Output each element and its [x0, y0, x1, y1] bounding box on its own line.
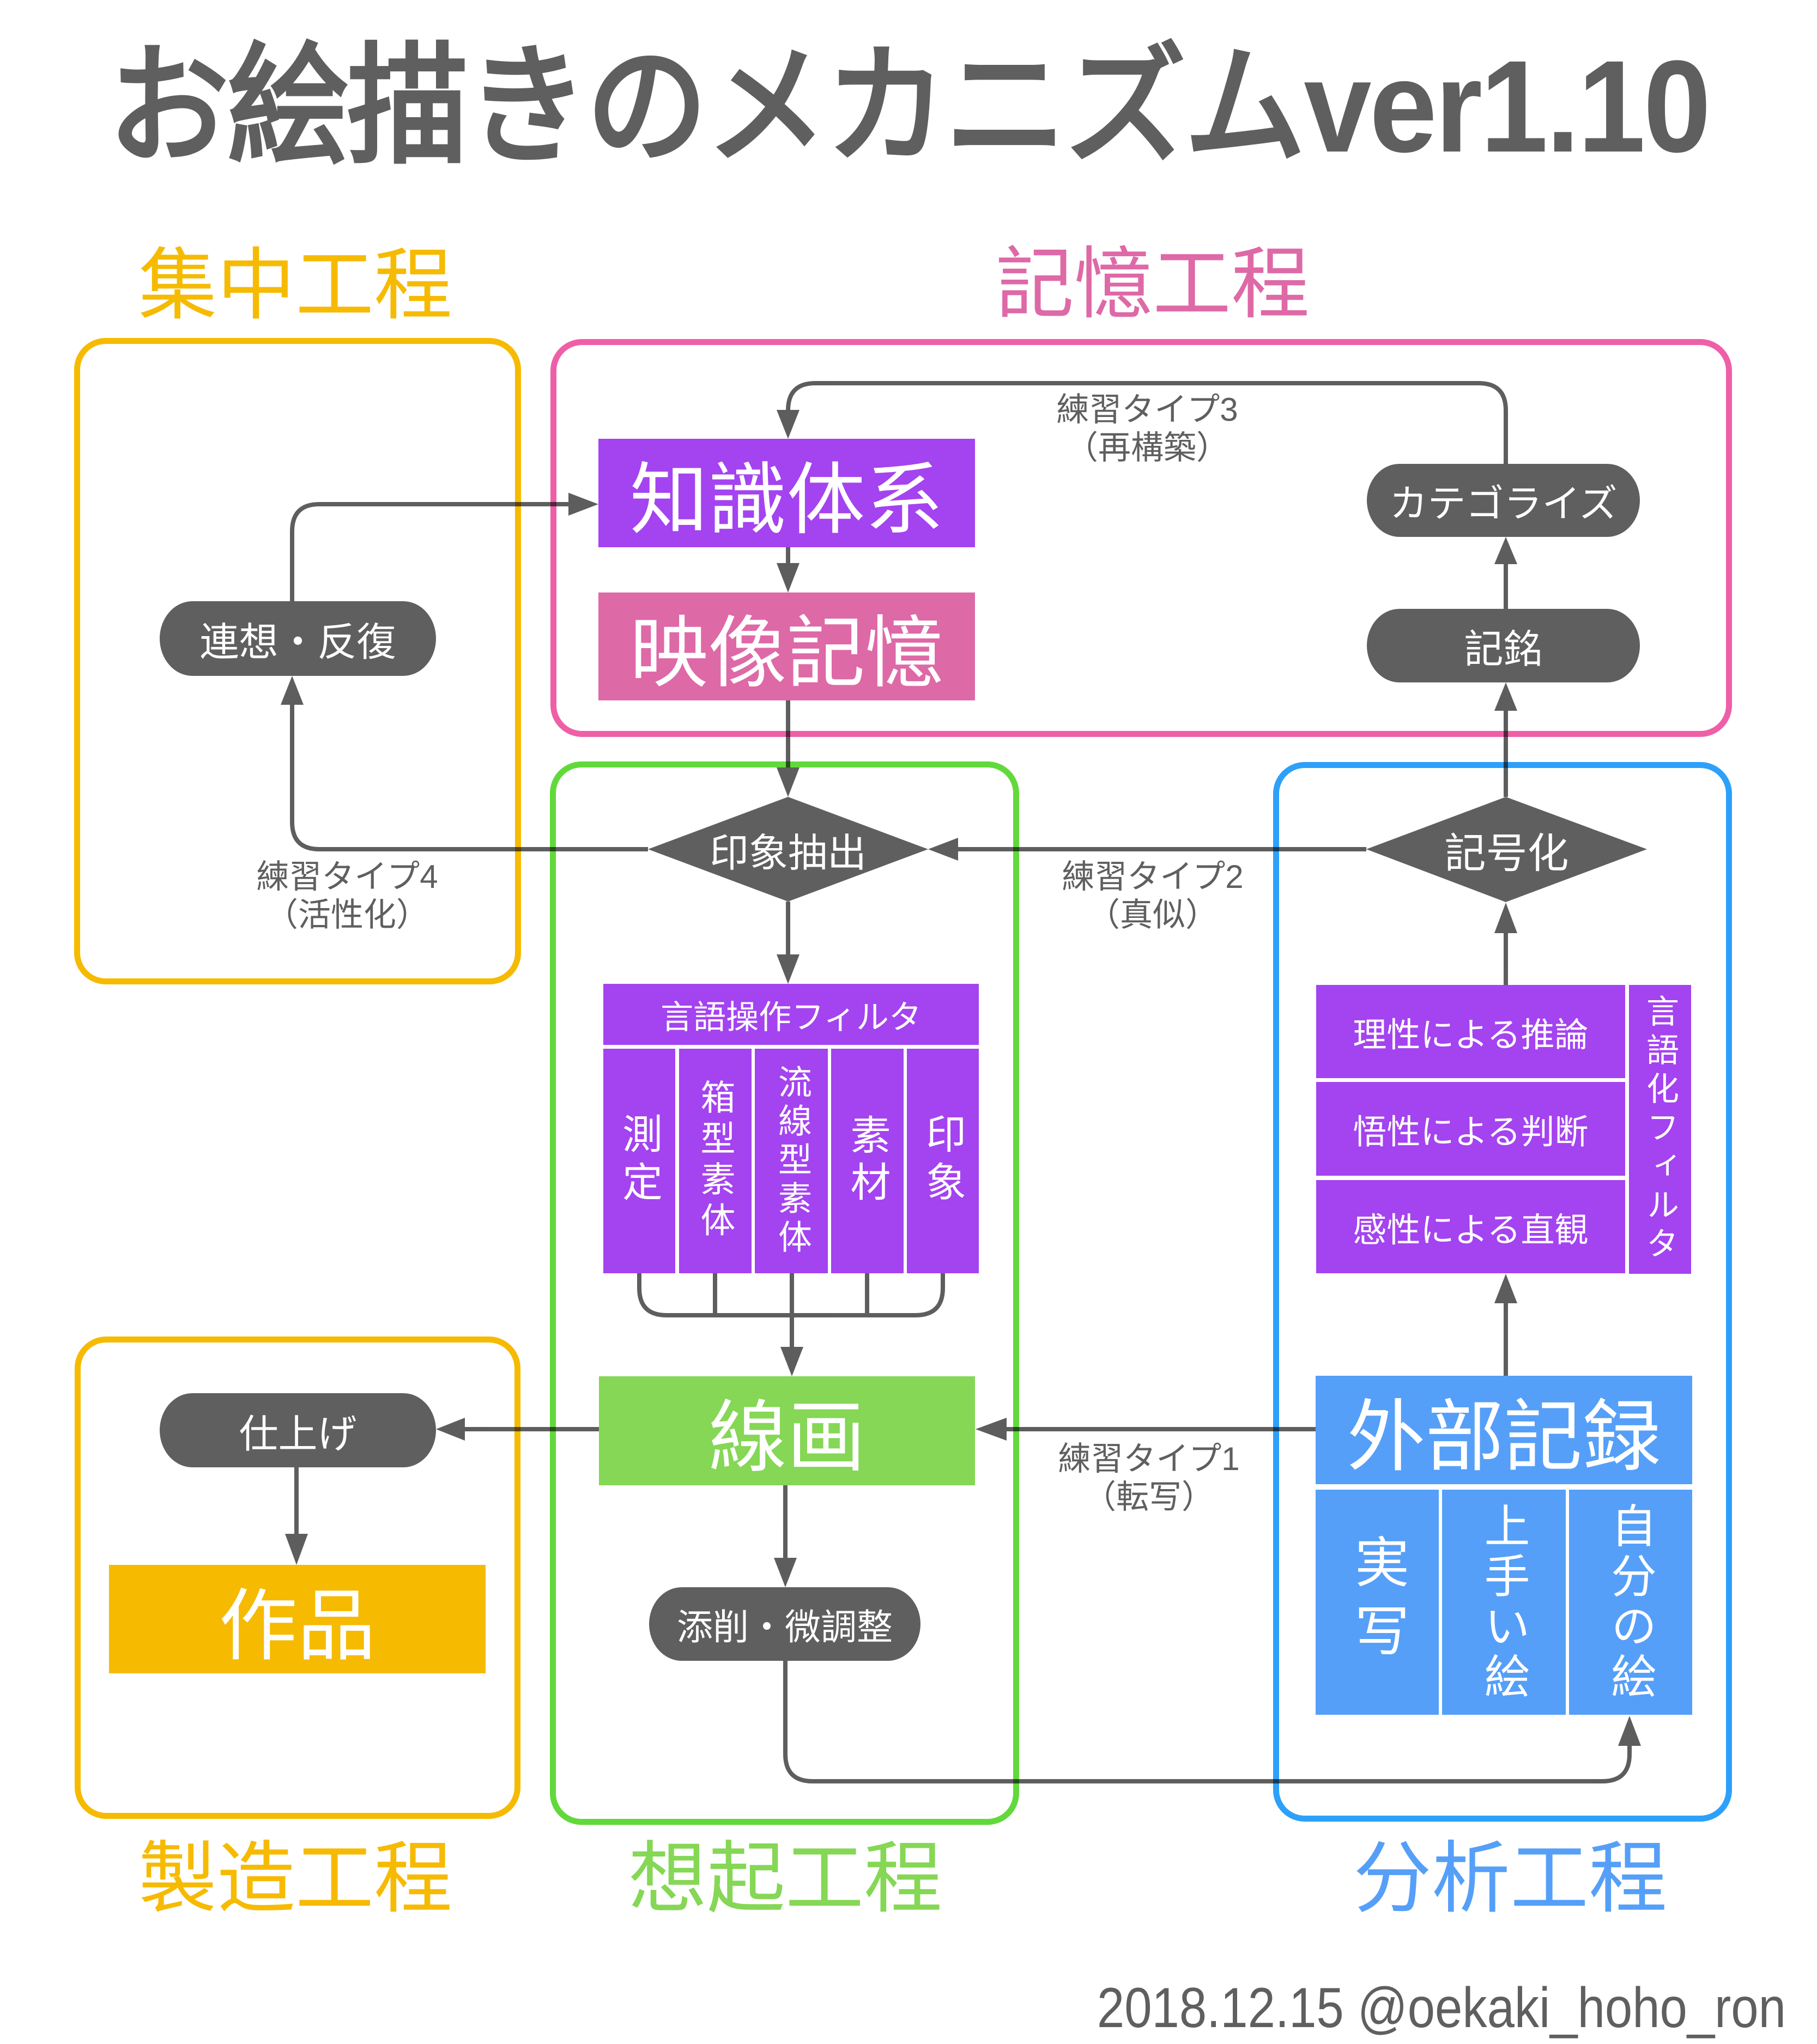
- arrowhead: [1494, 682, 1517, 711]
- external-record-item-label: 実写: [1346, 1533, 1408, 1671]
- verbalization-filter-title: 言語化フィルタ: [1642, 994, 1679, 1265]
- artwork-label: 作品: [219, 1582, 376, 1670]
- arrowhead: [1618, 1716, 1641, 1746]
- arrowhead: [436, 1418, 465, 1441]
- correction-label: 添削・微調整: [677, 1606, 893, 1647]
- categorize-node: カテゴライズ: [1367, 464, 1640, 537]
- language-filter-header: 言語操作フィルタ: [603, 984, 979, 1045]
- language-filter-item: 流線型素体: [755, 1049, 828, 1273]
- finishing-label: 仕上げ: [239, 1412, 357, 1456]
- symbolization-diamond: [1366, 797, 1647, 902]
- practice-type: 練習タイプ1: [1058, 1441, 1240, 1477]
- practice-type: 練習タイプ4: [256, 858, 438, 895]
- stage-heading-recall: 想起工程: [628, 1835, 942, 1922]
- footer-credit: 2018.12.15 @oekaki_hoho_ron: [1097, 1976, 1786, 2040]
- arrowhead: [777, 563, 800, 592]
- external-record-item: 実写: [1316, 1490, 1439, 1715]
- arrowhead: [1494, 537, 1517, 564]
- stage-heading-memory: 記憶工程: [995, 240, 1310, 328]
- language-filter-item: 素材: [831, 1049, 904, 1273]
- language-filter-item-label: 箱型素体: [695, 1079, 735, 1243]
- practice-name: （活性化）: [265, 897, 429, 933]
- arrowhead: [777, 410, 800, 439]
- visual-memory-label: 映像記憶: [629, 609, 944, 697]
- knowledge-system-node: 知識体系: [598, 439, 975, 547]
- language-filter-item: 印象: [907, 1049, 979, 1273]
- page-title-text: お絵描きのメカニズムver1.10: [107, 33, 1711, 179]
- language-filter-item: 箱型素体: [679, 1049, 752, 1273]
- visual-memory-node: 映像記憶: [598, 592, 975, 700]
- verbalization-filter-item-label: 悟性による判断: [1353, 1114, 1589, 1151]
- practice-type: 練習タイプ3: [1056, 391, 1238, 428]
- stage-container-recall: [550, 761, 1019, 1825]
- arrowhead: [285, 1534, 308, 1565]
- verbalization-filter-title-bar: 言語化フィルタ: [1629, 985, 1691, 1274]
- arrowhead: [780, 1347, 803, 1376]
- practice-label-2: 練習タイプ2 （真似）: [1011, 858, 1294, 934]
- external-record-item-label: 上手い絵: [1478, 1502, 1529, 1703]
- finishing-node: 仕上げ: [160, 1393, 436, 1467]
- connector-impression-to-association: [290, 704, 648, 851]
- artwork-node: 作品: [109, 1565, 486, 1673]
- arrowhead: [976, 1418, 1007, 1441]
- external-record-item: 自分の絵: [1569, 1490, 1692, 1715]
- verbalization-filter-item: 悟性による判断: [1316, 1082, 1625, 1176]
- association-label: 連想・反復: [199, 621, 396, 664]
- language-filter-item-label: 流線型素体: [773, 1064, 810, 1258]
- practice-name: （真似）: [1087, 897, 1218, 933]
- verbalization-filter-item: 感性による直観: [1316, 1180, 1625, 1273]
- external-record-node: 外部記録: [1316, 1376, 1692, 1484]
- connector-filter-bracket: [637, 1273, 945, 1347]
- language-filter-title: 言語操作フィルタ: [661, 999, 922, 1036]
- knowledge-system-label: 知識体系: [629, 456, 944, 544]
- arrowhead: [774, 1558, 797, 1587]
- stage-heading-analysis: 分析工程: [1353, 1835, 1667, 1922]
- practice-label-1: 練習タイプ1 （転写）: [1007, 1440, 1291, 1516]
- arrowhead: [281, 676, 304, 705]
- practice-label-3: 練習タイプ3 （再構築）: [1006, 391, 1289, 467]
- association-node: 連想・反復: [160, 601, 436, 676]
- symbolization-label: 記号化: [1444, 830, 1569, 877]
- practice-name: （転写）: [1083, 1479, 1214, 1515]
- encoding-label: 記銘: [1464, 628, 1543, 672]
- connector-correction-to-own-drawing: [783, 1661, 1632, 1783]
- stage-container-focus: [74, 338, 521, 984]
- connector-categorize-to-knowledge: [786, 381, 1508, 464]
- stage-container-analysis: [1273, 762, 1732, 1822]
- line-drawing-label: 線画: [708, 1394, 865, 1481]
- page-title: お絵描きのメカニズムver1.10: [0, 41, 1817, 172]
- stage-heading-production: 製造工程: [138, 1835, 452, 1922]
- arrowhead: [568, 493, 598, 516]
- connector-association-to-knowledge: [290, 502, 569, 601]
- external-record-title: 外部記録: [1347, 1393, 1661, 1481]
- verbalization-filter-item-label: 理性による推論: [1353, 1016, 1589, 1054]
- practice-name: （再構築）: [1065, 430, 1229, 466]
- external-record-item: 上手い絵: [1442, 1490, 1566, 1715]
- language-filter-item-label: 素材: [845, 1114, 890, 1208]
- language-filter-item-label: 測定: [616, 1113, 662, 1209]
- verbalization-filter-item-label: 感性による直観: [1353, 1211, 1589, 1249]
- arrowhead: [1494, 903, 1517, 933]
- practice-type: 練習タイプ2: [1062, 858, 1244, 895]
- language-filter-item-label: 印象: [920, 1113, 966, 1209]
- stage-heading-focus: 集中工程: [138, 241, 452, 329]
- impression-extraction-diamond: [648, 797, 928, 902]
- language-filter-item: 測定: [603, 1049, 675, 1273]
- correction-node: 添削・微調整: [649, 1587, 920, 1661]
- stage-container-memory: [550, 339, 1732, 737]
- line-drawing-node: 線画: [599, 1376, 975, 1485]
- arrowhead: [777, 954, 800, 984]
- practice-label-4: 練習タイプ4 （活性化）: [205, 858, 489, 934]
- arrowhead: [1494, 1274, 1517, 1303]
- external-record-item-label: 自分の絵: [1604, 1502, 1656, 1703]
- arrowhead: [928, 838, 958, 861]
- verbalization-filter-item: 理性による推論: [1316, 985, 1625, 1078]
- encoding-node: 記銘: [1367, 609, 1640, 682]
- stage-container-production: [75, 1337, 520, 1819]
- categorize-label: カテゴライズ: [1389, 482, 1618, 525]
- impression-extraction-label: 印象抽出: [709, 831, 867, 875]
- arrowhead: [777, 767, 800, 797]
